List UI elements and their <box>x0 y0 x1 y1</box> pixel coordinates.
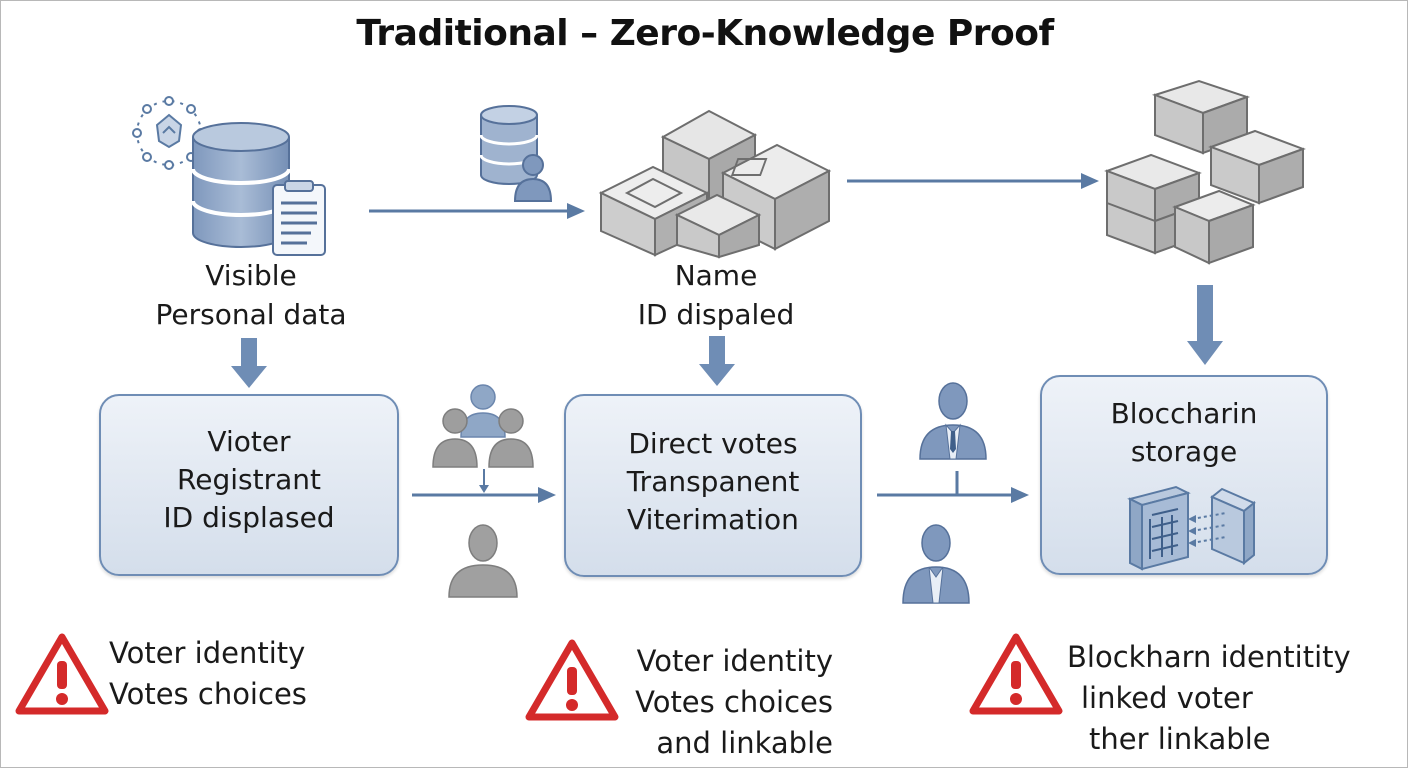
warning-icon <box>969 633 1063 715</box>
user-group-icon <box>432 384 534 468</box>
blocks-icon <box>1104 79 1306 265</box>
arrow-right <box>412 487 556 503</box>
warning-text-blockchain: Blockharn identitity linked voter ther l… <box>1067 637 1351 760</box>
blockchain-storage-box-text: Bloccharin storage <box>1040 395 1328 471</box>
registrant-box <box>99 394 399 576</box>
arrow-right <box>369 203 585 219</box>
warning-icon <box>15 633 109 715</box>
warning-line: Voter identity <box>636 644 833 678</box>
box-line: Viterimation <box>627 503 799 536</box>
personal-data-label-line: Visible <box>205 259 297 292</box>
box-line: Direct votes <box>628 427 798 460</box>
arrow-down <box>1187 285 1223 365</box>
personal-data-label-line: Personal data <box>155 298 347 331</box>
box-line: ID displased <box>163 501 335 534</box>
registrant-box-text: Vioter Registrant ID displased <box>99 423 399 537</box>
warning-line: and linkable <box>656 726 833 760</box>
businessman-icon <box>919 382 987 460</box>
warning-line: Blockharn identitity <box>1067 640 1351 674</box>
arrow-right <box>847 173 1099 189</box>
user-icon <box>448 524 518 598</box>
server-icon <box>1127 485 1256 571</box>
name-id-label-line: Name <box>674 259 758 292</box>
box-line: Bloccharin <box>1110 397 1258 430</box>
name-id-label: Name ID dispaled <box>576 256 856 334</box>
direct-votes-box <box>564 394 862 577</box>
name-id-label-line: ID dispaled <box>637 298 795 331</box>
diagram-title: Traditional – Zero-Knowledge Proof <box>356 13 1054 54</box>
warning-text-traditional: Voter identity Votes choices <box>109 633 307 715</box>
arrow-right <box>877 471 1029 503</box>
warning-line: linked voter <box>1081 681 1253 715</box>
warning-line: Votes choices <box>109 677 307 711</box>
businessman-icon <box>902 524 970 604</box>
warning-line: Votes choices <box>635 685 833 719</box>
warning-line: Voter identity <box>109 636 306 670</box>
personal-data-label: Visible Personal data <box>111 256 391 334</box>
warning-text-direct: Voter identity Votes choices and linkabl… <box>621 641 833 764</box>
arrow-down <box>699 336 735 386</box>
box-line: Vioter <box>207 425 291 458</box>
document-icon <box>272 180 326 256</box>
blocks-icon <box>598 109 832 259</box>
database-user-icon <box>479 105 553 202</box>
warning-icon <box>525 639 619 721</box>
box-line: storage <box>1130 435 1238 468</box>
warning-line: ther linkable <box>1089 722 1271 756</box>
arrow-down <box>231 338 267 388</box>
box-line: Transpanent <box>626 465 800 498</box>
database-icon <box>191 122 291 248</box>
direct-votes-box-text: Direct votes Transpanent Viterimation <box>564 425 862 539</box>
arrow-down-small <box>479 469 489 493</box>
box-line: Registrant <box>177 463 321 496</box>
